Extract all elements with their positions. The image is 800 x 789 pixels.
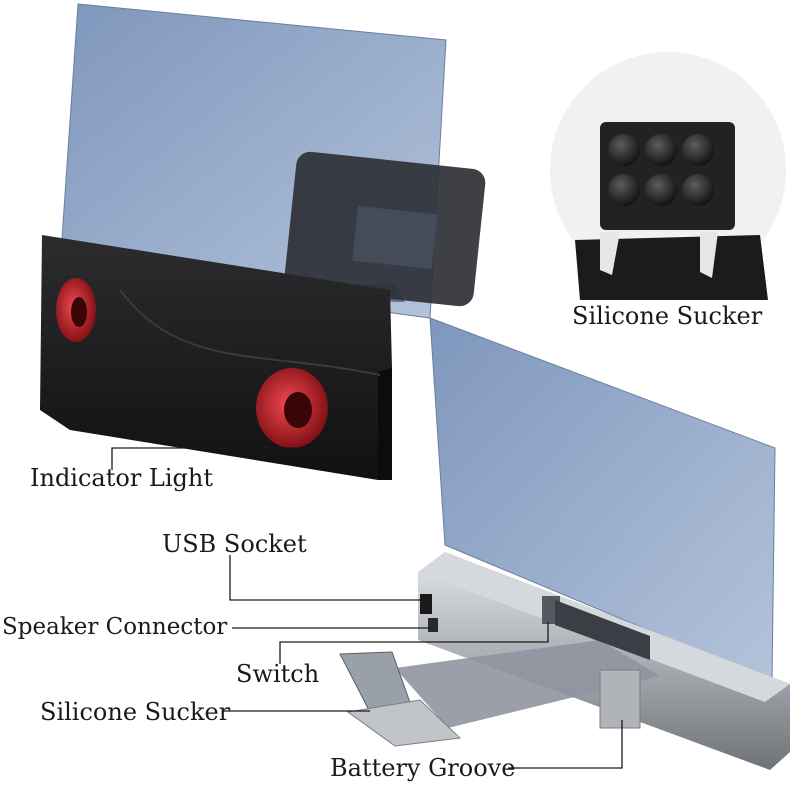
label-silicone-sucker-bottom: Silicone Sucker — [40, 698, 231, 726]
suction-cups — [608, 134, 714, 206]
speaker-connector-port — [428, 618, 438, 632]
usb-socket-port — [420, 594, 432, 614]
label-silicone-sucker-top: Silicone Sucker — [572, 302, 763, 330]
top-device — [40, 3, 486, 480]
phone-screen-reflection — [352, 205, 438, 270]
speaker-bar-end — [378, 368, 392, 480]
suction-cup — [608, 134, 640, 166]
label-usb-socket: USB Socket — [162, 530, 307, 558]
speaker-bar-groove — [119, 289, 381, 376]
label-switch: Switch — [236, 660, 320, 688]
battery-groove-slot — [599, 669, 641, 729]
battery-groove-line — [508, 720, 623, 769]
inset-hinge-left — [600, 232, 620, 275]
sucker-inset — [550, 52, 786, 300]
inset-base — [575, 235, 768, 300]
suction-cup — [645, 134, 677, 166]
indicator-light-line — [111, 447, 322, 470]
phone-stand-base — [346, 699, 462, 747]
right-speaker-inner — [284, 392, 312, 428]
suction-cup — [608, 174, 640, 206]
switch-line — [279, 622, 549, 664]
usb-socket-line — [229, 555, 420, 601]
label-speaker-connector: Speaker Connector — [2, 614, 228, 640]
bottom-device — [339, 317, 790, 770]
slide-tray — [395, 640, 660, 728]
suction-cup — [682, 174, 714, 206]
inset-hinge-right — [700, 232, 718, 278]
slide-arm — [555, 600, 650, 660]
label-battery-groove: Battery Groove — [330, 754, 516, 782]
suction-cup — [682, 134, 714, 166]
callout-lines — [111, 447, 623, 769]
suction-cup — [645, 174, 677, 206]
label-indicator-light: Indicator Light — [30, 464, 213, 492]
left-speaker-inner — [71, 297, 87, 327]
